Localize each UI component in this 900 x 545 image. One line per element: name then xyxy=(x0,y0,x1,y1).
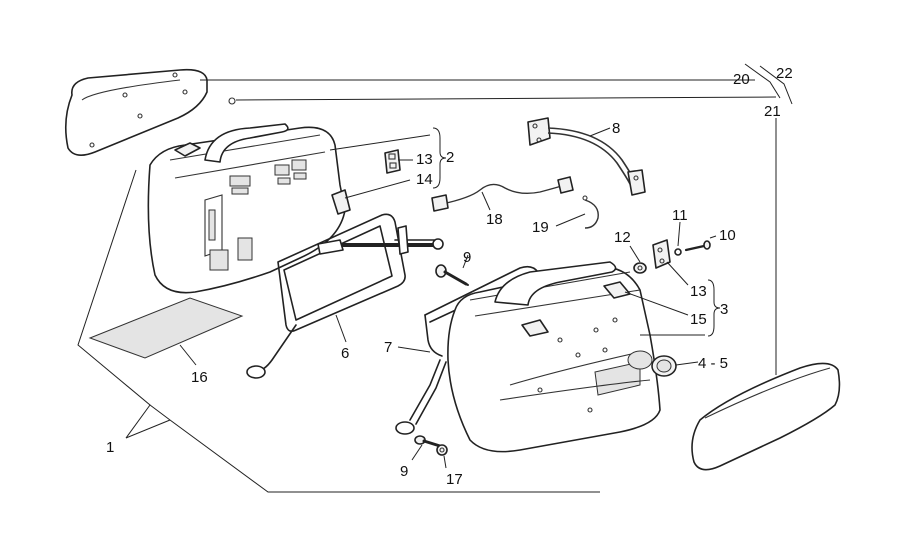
part-13-bracket-right xyxy=(652,239,671,269)
part-20-lid-cover-left xyxy=(64,68,236,156)
part-right-case xyxy=(447,261,661,453)
callout-21: 21 xyxy=(764,103,781,120)
callout-9-upper: 9 xyxy=(463,249,471,266)
part-10-screw xyxy=(684,240,711,252)
part-4-5-badge xyxy=(651,355,677,377)
callout-6: 6 xyxy=(341,345,349,362)
part-21-lid-cover-right xyxy=(691,362,841,471)
part-11-washer-small xyxy=(674,248,682,256)
callout-labels: 1 2 3 4 - 5 6 7 8 9 9 10 11 12 13 13 14 … xyxy=(106,65,793,488)
callout-1: 1 xyxy=(106,439,114,456)
part-16-instruction-sheet xyxy=(88,297,244,359)
callout-11: 11 xyxy=(672,207,688,224)
callout-18: 18 xyxy=(486,211,503,228)
callout-19: 19 xyxy=(532,219,549,236)
leader-lines xyxy=(77,63,793,493)
callout-2: 2 xyxy=(446,149,454,166)
callout-17: 17 xyxy=(446,471,463,488)
callout-10: 10 xyxy=(719,227,736,244)
callout-12: 12 xyxy=(614,229,631,246)
part-13-bracket-left xyxy=(384,149,401,174)
callout-14: 14 xyxy=(416,171,433,188)
callout-15: 15 xyxy=(690,311,707,328)
part-8-strap xyxy=(527,117,646,196)
callout-13-left: 13 xyxy=(416,151,433,168)
part-6-left-frame xyxy=(246,213,444,379)
part-12-washer xyxy=(633,262,647,274)
part-9-bolt-upper xyxy=(435,264,469,286)
callout-9-lower: 9 xyxy=(400,463,408,480)
part-19-ring xyxy=(582,195,599,229)
callout-4-5: 4 - 5 xyxy=(698,355,728,372)
part-left-case xyxy=(147,123,351,294)
callout-7: 7 xyxy=(384,339,392,356)
callout-22: 22 xyxy=(776,65,793,82)
callout-20: 20 xyxy=(733,71,750,88)
part-9-bolt-lower xyxy=(414,435,442,448)
callout-13-right: 13 xyxy=(690,283,707,300)
part-18-cable xyxy=(431,176,574,212)
callout-3: 3 xyxy=(720,301,728,318)
part-17-nut xyxy=(436,444,448,456)
callout-8: 8 xyxy=(612,120,620,137)
callout-16: 16 xyxy=(191,369,208,386)
